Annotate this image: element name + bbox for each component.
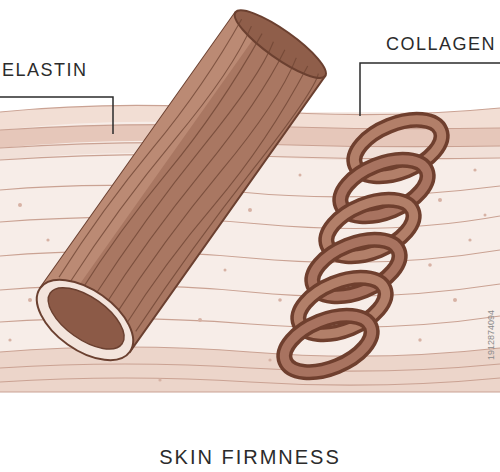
leader-line [0,97,113,134]
diagram-title: SKIN FIRMNESS [0,446,500,469]
part-label: ELASTIN [2,60,88,81]
collagen-fiber [276,109,449,384]
skin-lines [0,347,500,392]
watermark: 1912874094 [486,310,496,360]
elastin-fiber [23,1,334,376]
hypodermis-layer [0,347,500,392]
part-label: COLLAGEN [386,34,496,55]
leader-line [360,63,500,116]
